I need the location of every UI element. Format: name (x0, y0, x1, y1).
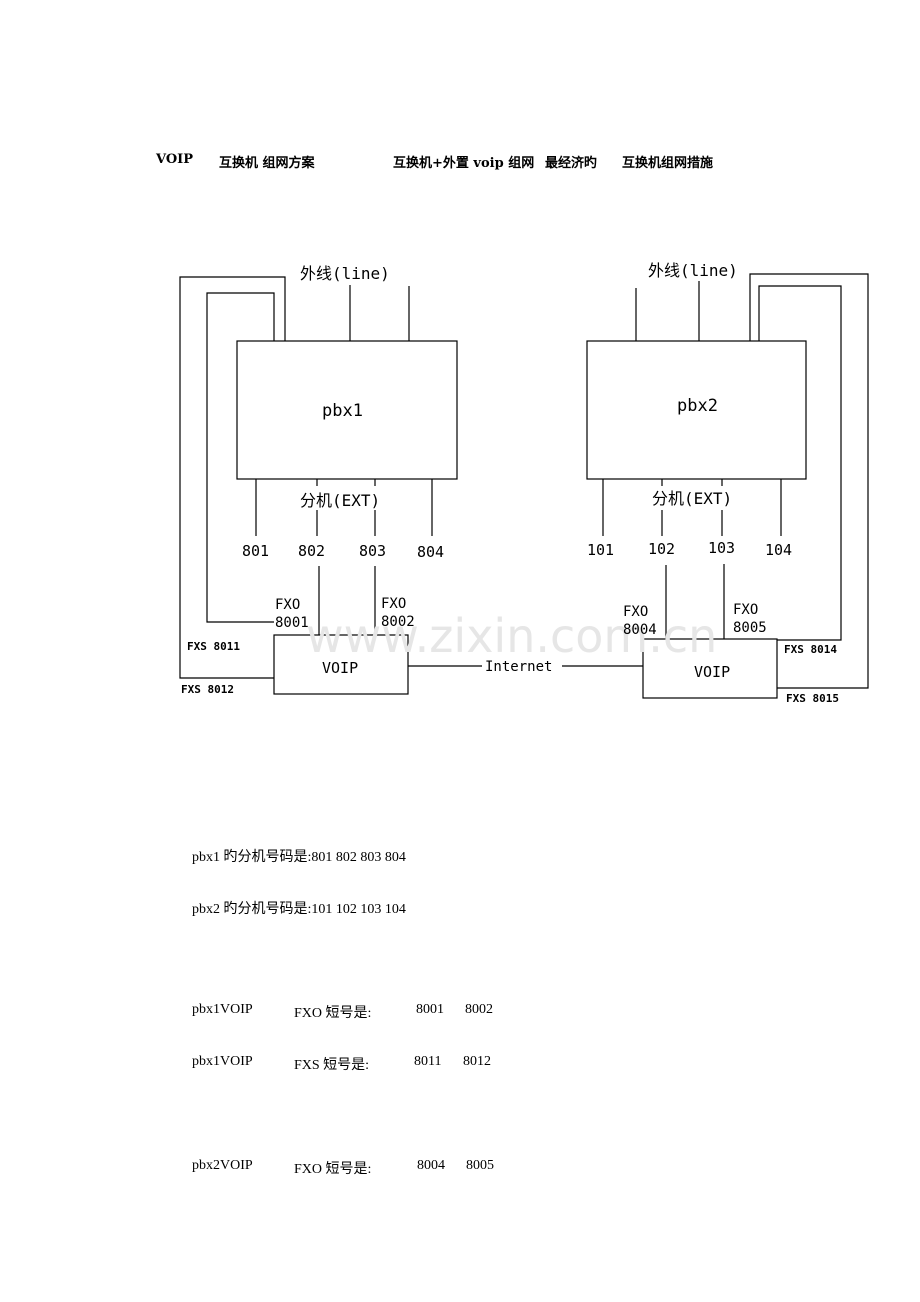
row-device: pbx1VOIP (192, 1054, 253, 1069)
pbx1-line-label: 外线(line) (300, 264, 390, 283)
pbx2-ext-101: 101 (587, 541, 614, 559)
pbx2-ext-102: 102 (648, 540, 675, 558)
heading-voip: VOIP (156, 152, 194, 167)
pbx1-fxo-8001: 8001 (275, 615, 309, 631)
pbx2-ext-label: 分机(EXT) (652, 489, 732, 508)
fxs-8014-wire (758, 285, 842, 641)
heading-external-voip: 互换机+外置 voip 组网 (393, 156, 535, 171)
fxs-8015-wire (749, 273, 869, 689)
pbx1-box (236, 340, 458, 480)
watermark-text: www.zixin.com.cn (306, 609, 717, 663)
pbx1-ext-804: 804 (417, 543, 444, 561)
document-heading: VOIP 互换机 组网方案 互换机+外置 voip 组网 最经济旳 互换机组网措… (0, 152, 920, 172)
voip1-box (273, 634, 409, 695)
fxs-8012-label: FXS 8012 (181, 683, 234, 696)
pbx2-fxo-8004: 8004 (623, 622, 657, 638)
row-label: FXO 短号是: (294, 1006, 372, 1021)
fxs-8011-label: FXS 8011 (187, 640, 240, 653)
pbx2-ext-104: 104 (765, 541, 792, 559)
row-label: FXS 短号是: (294, 1058, 370, 1073)
pbx2-name: pbx2 (677, 396, 718, 416)
pbx2-fxo-label-b: FXO (733, 602, 758, 618)
internet-label: Internet (485, 659, 552, 675)
voip2-box (642, 638, 778, 699)
fxs-8011-wire (206, 292, 275, 623)
network-diagram: www.zixin.com.cn 外线(line) pbx1 分机(EXT) 8… (179, 261, 869, 705)
pbx2-fxo-8005: 8005 (733, 620, 767, 636)
fxs-8012-wire (179, 276, 286, 679)
voip1-label: VOIP (322, 659, 358, 677)
pbx1-fxo-row: pbx1VOIP FXO 短号是: 8001 8002 (192, 1002, 532, 1022)
pbx1-name: pbx1 (322, 401, 363, 421)
pbx1-fxo-label-b: FXO (381, 596, 406, 612)
pbx1-fxs-row: pbx1VOIP FXS 短号是: 8011 8012 (192, 1054, 532, 1074)
row-device: pbx1VOIP (192, 1002, 253, 1017)
pbx1-ext-801: 801 (242, 542, 269, 560)
pbx1-fxo-label-a: FXO (275, 597, 300, 613)
voip2-label: VOIP (694, 663, 730, 681)
pbx1-fxo-8002: 8002 (381, 614, 415, 630)
fxs-8015-label: FXS 8015 (786, 692, 839, 705)
pbx1-ext-label: 分机(EXT) (300, 491, 380, 510)
row-number-2: 8012 (463, 1054, 491, 1069)
heading-economical: 最经济旳 (545, 156, 598, 171)
row-device: pbx2VOIP (192, 1158, 253, 1173)
pbx2-box (586, 340, 807, 480)
row-number-2: 8005 (466, 1158, 494, 1173)
heading-method: 互换机组网措施 (622, 156, 714, 171)
pbx2-fxo-label-a: FXO (623, 604, 648, 620)
pbx2-line-label: 外线(line) (648, 261, 738, 280)
pbx2-ext-numbers-text: pbx2 旳分机号码是:101 102 103 104 (192, 902, 406, 917)
row-number-1: 8001 (416, 1002, 444, 1017)
pbx2-fxo-row: pbx2VOIP FXO 短号是: 8004 8005 (192, 1158, 532, 1178)
pbx1-ext-803: 803 (359, 542, 386, 560)
heading-scheme: 互换机 组网方案 (219, 156, 315, 171)
row-number-2: 8002 (465, 1002, 493, 1017)
pbx1-ext-802: 802 (298, 542, 325, 560)
row-number-1: 8004 (417, 1158, 445, 1173)
row-number-1: 8011 (414, 1054, 442, 1069)
fxs-8014-label: FXS 8014 (784, 643, 837, 656)
row-label: FXO 短号是: (294, 1162, 372, 1177)
pbx1-ext-numbers-text: pbx1 旳分机号码是:801 802 803 804 (192, 850, 406, 865)
pbx2-ext-103: 103 (708, 539, 735, 557)
